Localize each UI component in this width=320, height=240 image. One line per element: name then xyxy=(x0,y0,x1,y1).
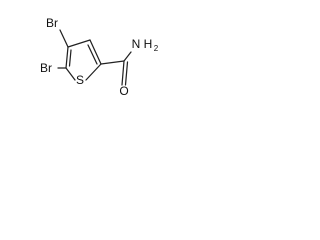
bond-c2-carbonyl xyxy=(100,60,125,65)
bond-carbonyl-o xyxy=(121,60,125,86)
molecule-structure: Br Br S O N H 2 xyxy=(40,16,159,98)
bond-c5-s xyxy=(65,67,76,81)
atom-nitrogen: N xyxy=(132,37,141,51)
bond-c4-c3 xyxy=(67,39,91,48)
bond-s-c2 xyxy=(85,63,102,81)
bond-c3-c2-inner xyxy=(87,44,98,65)
bond-c3-c2 xyxy=(89,39,102,65)
bond-c4-c5-inner xyxy=(68,49,72,67)
atom-br-left: Br xyxy=(40,61,52,75)
bond-carbonyl-o-second xyxy=(124,61,129,86)
atom-oxygen: O xyxy=(119,84,128,98)
hydrogen-count-subscript: 2 xyxy=(154,44,159,53)
atom-hydrogen: H xyxy=(144,37,153,51)
atom-br-top: Br xyxy=(46,16,58,30)
bond-carbonyl-n xyxy=(123,51,132,62)
bond-c4-c5 xyxy=(65,46,69,69)
atom-sulfur: S xyxy=(76,73,84,87)
bond-c4-br xyxy=(59,29,69,48)
